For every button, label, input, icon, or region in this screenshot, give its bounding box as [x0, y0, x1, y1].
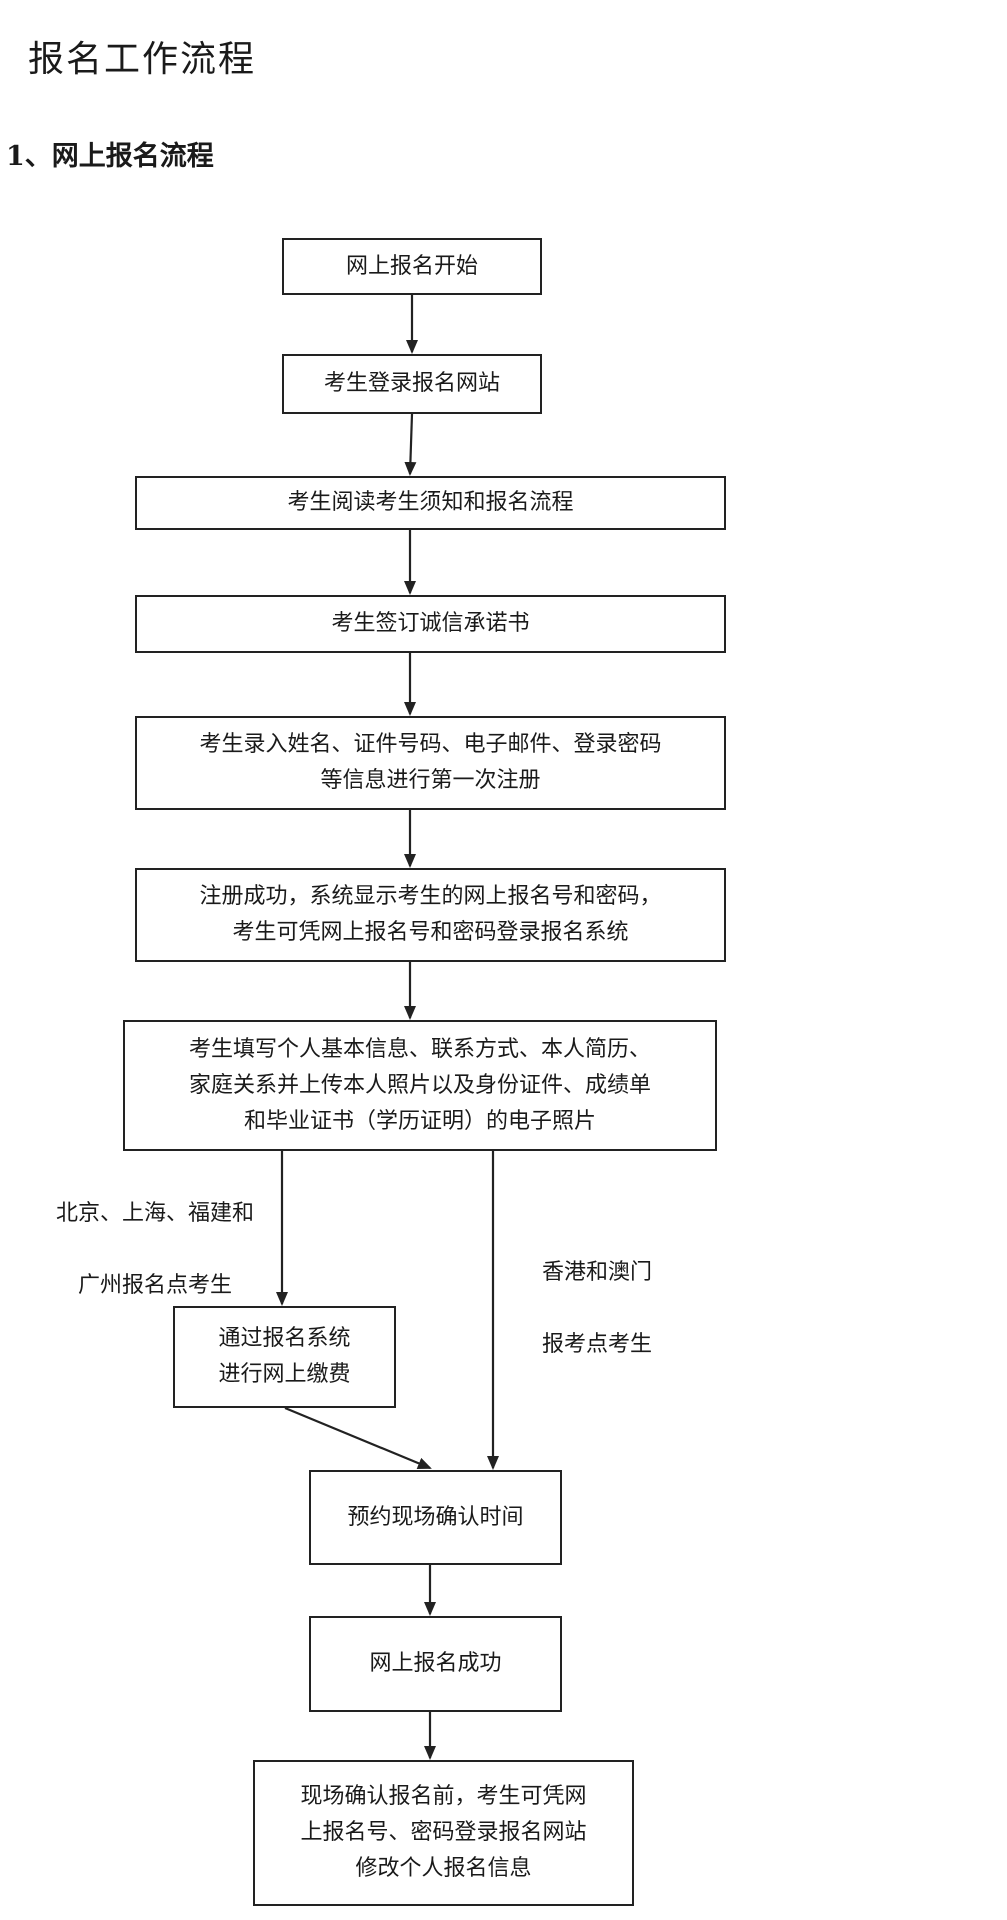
- node-sign: 考生签订诚信承诺书: [135, 595, 726, 653]
- node-modify: 现场确认报名前，考生可凭网 上报名号、密码登录报名网站 修改个人报名信息: [253, 1760, 634, 1906]
- node-pay: 通过报名系统 进行网上缴费: [173, 1306, 396, 1408]
- node-online-success: 网上报名成功: [309, 1616, 562, 1712]
- node-register-success: 注册成功，系统显示考生的网上报名号和密码， 考生可凭网上报名号和密码登录报名系统: [135, 868, 726, 962]
- branch-label-mainland: 北京、上海、福建和 广州报名点考生: [55, 1201, 254, 1298]
- node-read: 考生阅读考生须知和报名流程: [135, 476, 726, 530]
- node-fill-info: 考生填写个人基本信息、联系方式、本人简历、 家庭关系并上传本人照片以及身份证件、…: [123, 1020, 717, 1151]
- branch-label-hk-macau: 香港和澳门 报考点考生: [541, 1260, 652, 1357]
- arrow-login-to-read: [404, 413, 417, 476]
- section-title: 1、网上报名流程: [6, 141, 214, 172]
- node-login: 考生登录报名网站: [282, 354, 542, 414]
- node-appointment: 预约现场确认时间: [309, 1470, 562, 1565]
- node-start: 网上报名开始: [282, 238, 542, 295]
- arrow-pay-to-appointment: [284, 1406, 432, 1470]
- page-title: 报名工作流程: [28, 39, 257, 80]
- node-register: 考生录入姓名、证件号码、电子邮件、登录密码 等信息进行第一次注册: [135, 716, 726, 810]
